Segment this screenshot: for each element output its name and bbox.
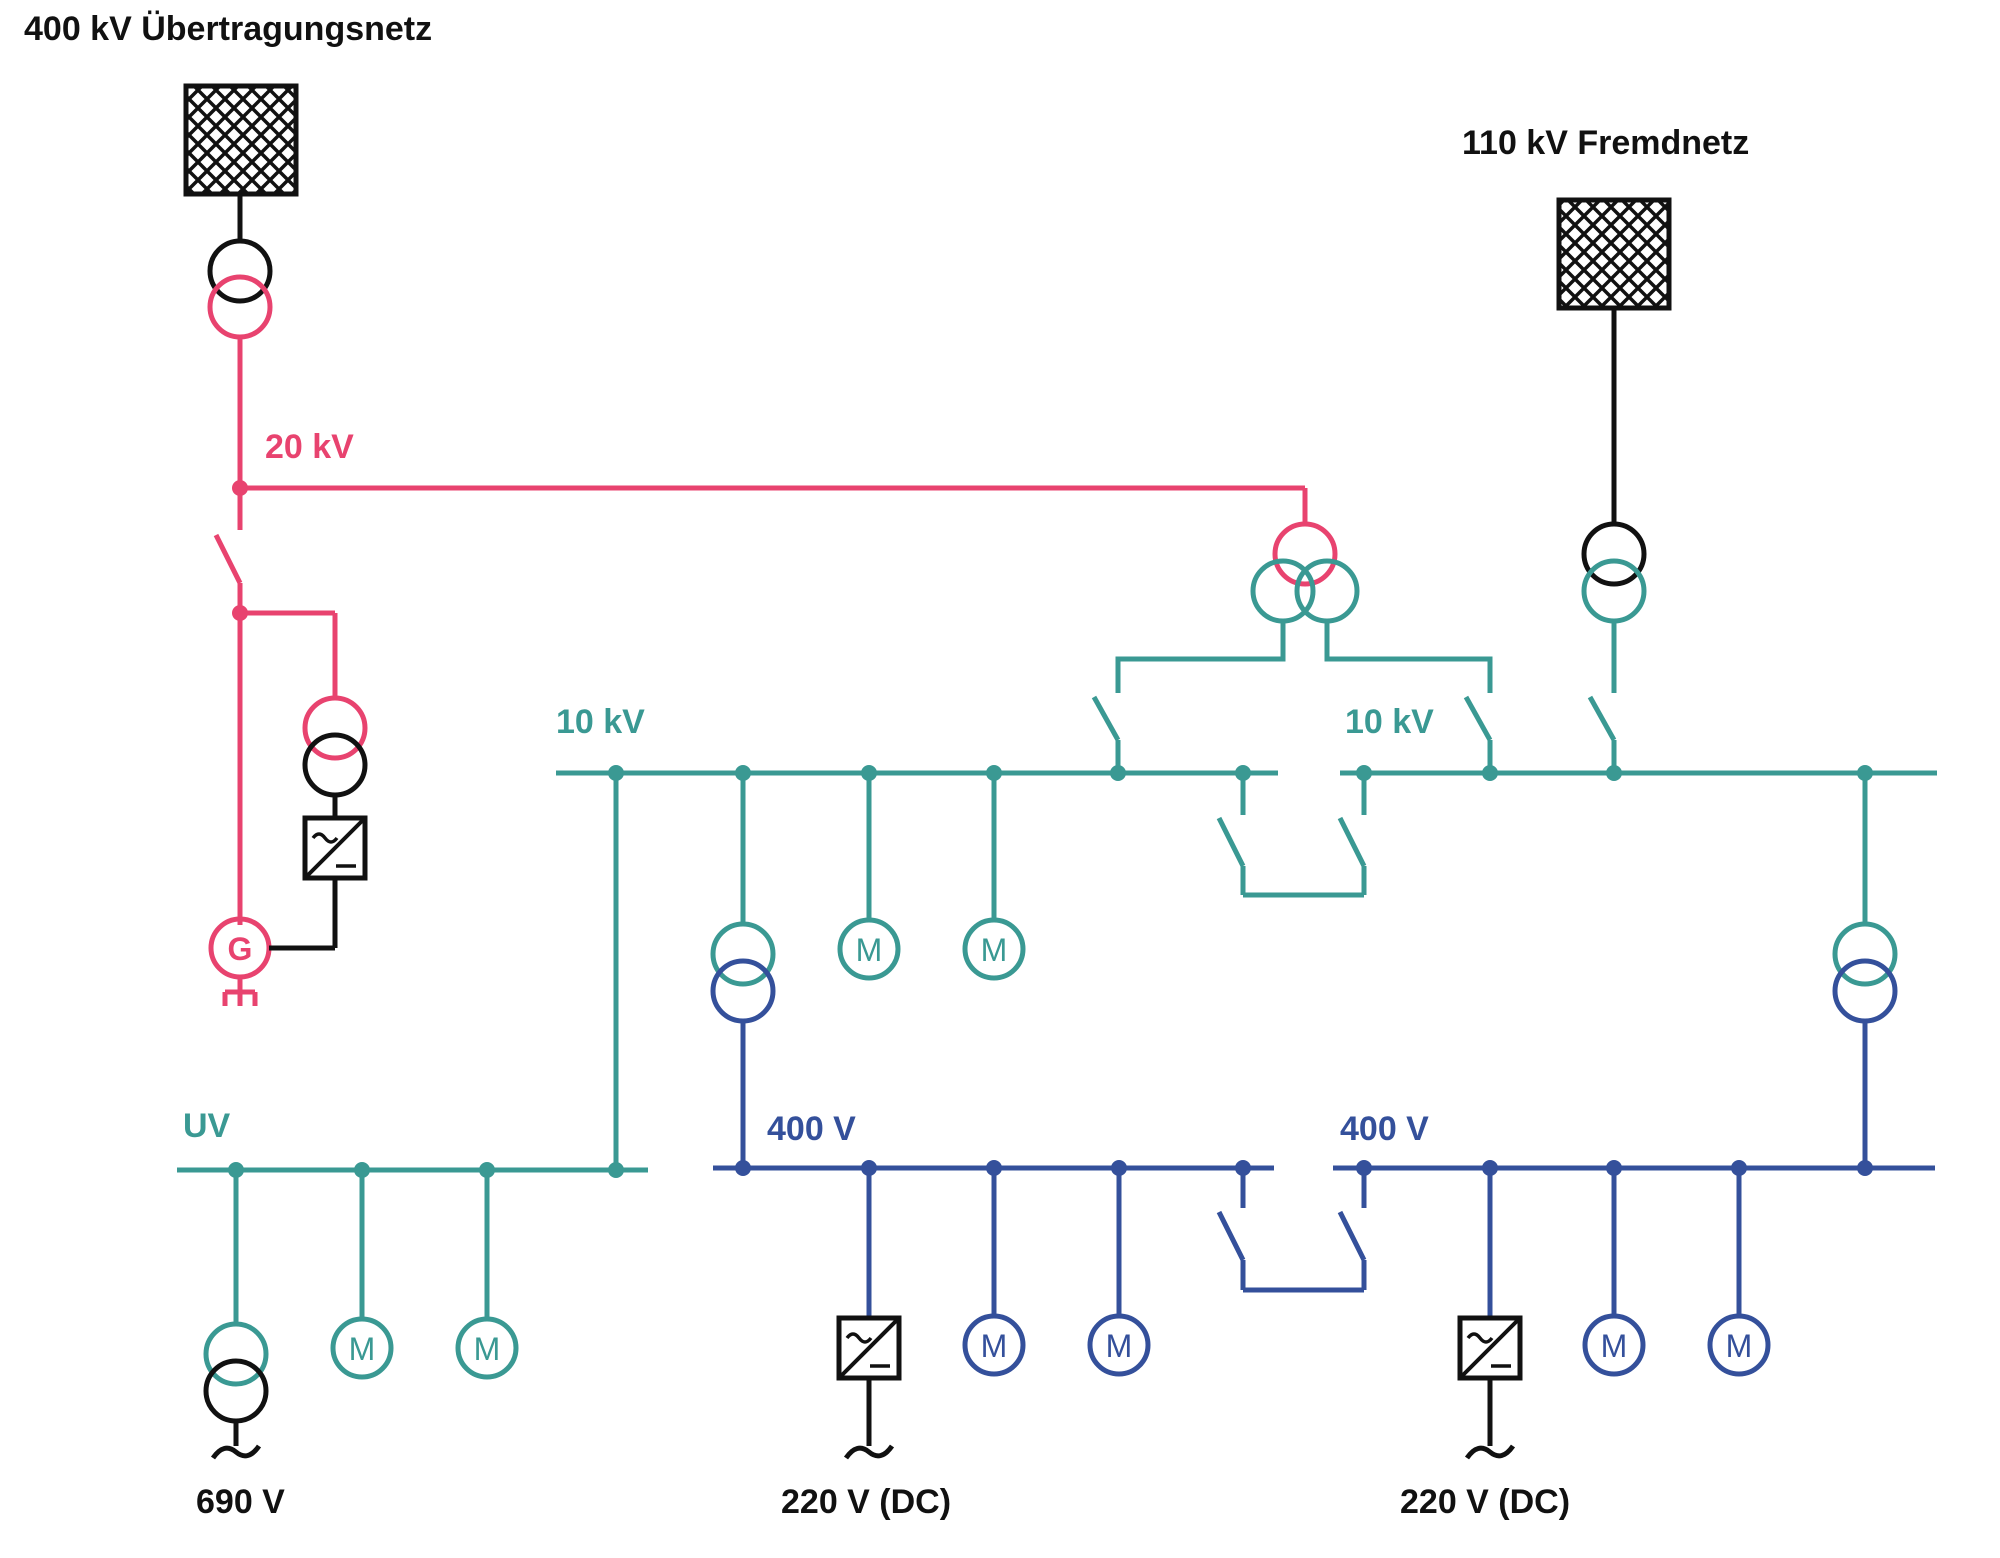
transformer-icon bbox=[1832, 921, 1898, 987]
output-220vdc-right-label: 220 V (DC) bbox=[1400, 1483, 1570, 1521]
busbars-10kv bbox=[556, 695, 1937, 1170]
motor-letter: M bbox=[981, 1328, 1008, 1364]
grid-400kv-icon bbox=[183, 83, 299, 197]
switch-10kv-incoming bbox=[1463, 695, 1493, 742]
motor-icon bbox=[1582, 1313, 1646, 1377]
motor-letter: M bbox=[856, 932, 883, 968]
motor-400v: M bbox=[962, 1313, 1026, 1377]
motor-letter: M bbox=[1601, 1328, 1628, 1364]
rectifier-220vdc-left bbox=[836, 1315, 902, 1460]
excitation-transformer-icon bbox=[302, 732, 368, 798]
transformer-110kv-10kv-icon bbox=[1581, 521, 1647, 587]
motor-letter: M bbox=[1726, 1328, 1753, 1364]
motor-letter: M bbox=[1106, 1328, 1133, 1364]
motor-10kv: M bbox=[837, 917, 901, 981]
bus-10kv-right-label: 10 kV bbox=[1345, 703, 1434, 741]
bus-400v-right-label: 400 V bbox=[1340, 1110, 1429, 1148]
network-20kv bbox=[208, 337, 1308, 1006]
coupler-switch-400v-right bbox=[1337, 1210, 1367, 1262]
motor-letter: M bbox=[349, 1331, 376, 1367]
coupler-switch-10kv-left bbox=[1216, 816, 1246, 868]
motor-400v: M bbox=[1582, 1313, 1646, 1377]
grid-110kv-feed bbox=[1556, 197, 1672, 693]
three-winding-transformer bbox=[1115, 521, 1493, 693]
busbar-400v-junctions bbox=[735, 1160, 1873, 1176]
coupler-switch-400v-left bbox=[1216, 1210, 1246, 1262]
motor-letter: M bbox=[474, 1331, 501, 1367]
grid-400kv-feed bbox=[183, 83, 299, 340]
switch-10kv-incoming bbox=[1091, 695, 1121, 742]
transformer-10kv-400v-left bbox=[710, 921, 776, 1024]
switch-110kv-incoming bbox=[1587, 695, 1617, 742]
bus-10kv-left-label: 10 kV bbox=[556, 703, 645, 741]
motor-icon bbox=[455, 1316, 519, 1380]
junction-dot bbox=[232, 605, 248, 621]
bus-400v-left-label: 400 V bbox=[767, 1110, 856, 1148]
transformer-400kv-20kv-icon bbox=[207, 238, 273, 304]
output-220vdc-left-label: 220 V (DC) bbox=[781, 1483, 951, 1521]
three-winding-transformer-icon bbox=[1272, 521, 1338, 587]
transformer-10kv-400v-right bbox=[1832, 921, 1898, 1024]
motor-icon bbox=[837, 917, 901, 981]
switch-20kv-generator bbox=[213, 533, 243, 585]
excitation-system bbox=[269, 695, 368, 951]
busbars-400v bbox=[713, 1021, 1935, 1318]
motor-icon bbox=[1087, 1313, 1151, 1377]
transformer-icon bbox=[710, 921, 776, 987]
motor-icon bbox=[962, 917, 1026, 981]
transformer-690v-icon bbox=[203, 1321, 269, 1387]
generator-letter: G bbox=[228, 931, 253, 967]
busbar-uv-junctions bbox=[228, 1162, 624, 1178]
grid-400kv-label: 400 kV Übertragungsnetz bbox=[24, 10, 432, 48]
grid-110kv-icon bbox=[1556, 197, 1672, 311]
bus-20kv-label: 20 kV bbox=[265, 428, 354, 466]
rectifier-220vdc-right bbox=[1457, 1315, 1523, 1460]
grid-110kv-label: 110 kV Fremdnetz bbox=[1462, 124, 1749, 162]
motor-letter: M bbox=[981, 932, 1008, 968]
busbar-uv-group bbox=[177, 1167, 648, 1387]
junction-dot bbox=[232, 480, 248, 496]
motor-400v: M bbox=[1707, 1313, 1771, 1377]
motor-icon bbox=[330, 1316, 394, 1380]
motor-icon bbox=[1707, 1313, 1771, 1377]
motor-400v: M bbox=[1087, 1313, 1151, 1377]
coupler-switch-10kv-right bbox=[1337, 816, 1367, 868]
motor-uv: M bbox=[455, 1316, 519, 1380]
motor-icon bbox=[962, 1313, 1026, 1377]
motor-uv: M bbox=[330, 1316, 394, 1380]
busbar-10kv-junctions bbox=[608, 765, 1873, 781]
output-690v-label: 690 V bbox=[196, 1483, 285, 1521]
output-690v bbox=[203, 1358, 269, 1460]
motor-10kv: M bbox=[962, 917, 1026, 981]
bus-uv-label: UV bbox=[183, 1107, 231, 1145]
